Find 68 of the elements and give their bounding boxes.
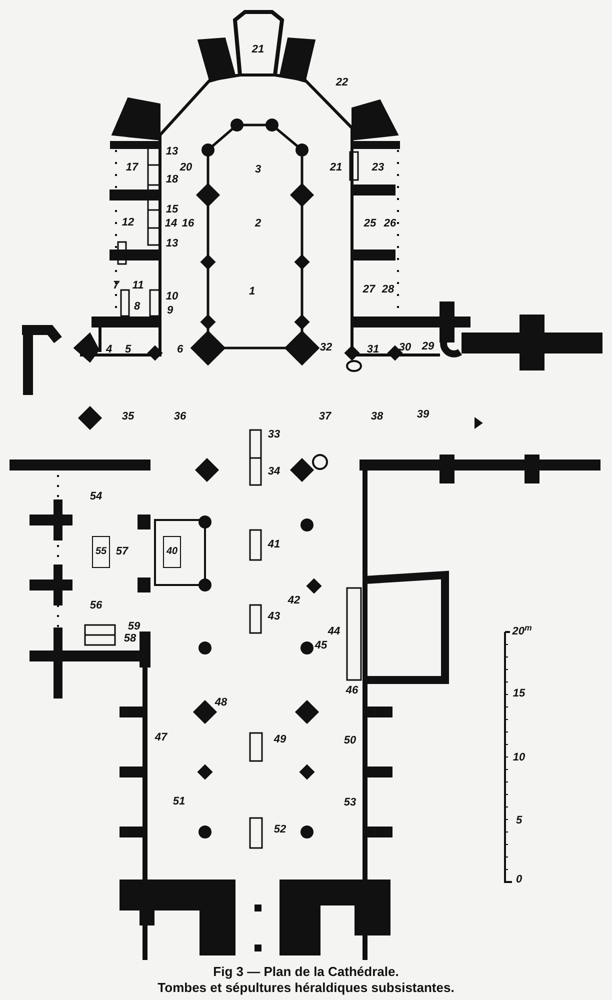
plan-number: 59 [128, 622, 140, 632]
plan-number: 13 [166, 238, 178, 250]
plan-number: 5 [516, 816, 522, 826]
plan-number: 46 [346, 686, 358, 696]
plan-number: 41 [268, 540, 280, 550]
plan-number: 22 [336, 78, 348, 88]
plan-number: 25 [364, 218, 376, 230]
plan-number: 8 [134, 302, 140, 312]
plan-number: 48 [214, 698, 228, 708]
plan-number: 12 [122, 218, 134, 228]
plan-number: 2 [254, 218, 262, 230]
plan-number: 49 [274, 734, 286, 746]
plan-number: 50 [344, 736, 356, 746]
plan-number: 20$^{m}$ [512, 626, 532, 638]
plan-number: 18 [166, 174, 178, 186]
plan-number: 36 [174, 412, 186, 422]
plan-number: 15 [512, 688, 526, 700]
plan-number: 26 [384, 218, 396, 230]
plan-number: 47 [154, 732, 168, 744]
plan-number: 6 [176, 344, 184, 356]
plan-number: 14 [164, 218, 178, 230]
plan-number: 39 [416, 410, 430, 420]
plan-number: 45 [314, 640, 328, 652]
plan-number: 38 [370, 412, 384, 422]
figure-caption: Tombes et sépultures héraldiques subsistantes. [158, 980, 454, 996]
plan-number: 20 [180, 162, 192, 174]
plan-number: 51 [172, 796, 186, 808]
plan-number: 10 [166, 292, 178, 302]
plan-number: 43 [268, 612, 280, 622]
plan-number: 37 [318, 412, 332, 422]
plan-number: 31 [366, 344, 380, 356]
plan-number: 5 [124, 344, 132, 356]
plan-number: 0 [516, 874, 522, 886]
plan-number: 35 [122, 412, 134, 422]
plan-number: 32 [320, 342, 332, 354]
plan-number: 56 [90, 600, 102, 612]
plan-number: 11 [132, 280, 144, 292]
figure-title: Fig 3 — Plan de la Cathédrale. [213, 964, 399, 980]
plan-number: 29 [422, 342, 434, 352]
plan-number: 17 [126, 162, 138, 174]
plan-number: 16 [182, 218, 194, 230]
plan-number: 21 [330, 162, 342, 174]
plan-number: 7 [112, 280, 120, 292]
plan-number: 21 [252, 44, 264, 56]
plan-number: 3 [254, 164, 262, 176]
plan-number: 58 [124, 634, 136, 644]
plan-number: 30 [398, 342, 412, 354]
plan-number: 23 [372, 162, 384, 174]
plan-number: 13 [166, 146, 178, 158]
plan-number: 28 [382, 284, 394, 296]
plan-number: 4 [106, 344, 112, 356]
plan-number: 9 [166, 306, 174, 316]
plan-number: 27 [362, 284, 376, 296]
plan-number: 44 [328, 626, 340, 638]
plan-number: 34 [268, 466, 280, 478]
plan-number: 15 [166, 204, 178, 216]
plan-number: 10 [512, 752, 526, 764]
plan-number: 57 [116, 546, 128, 558]
plan-number: 53 [344, 798, 356, 808]
plan-number: 1 [248, 286, 256, 298]
plan-number: 42 [288, 596, 300, 606]
tomb-box [163, 536, 181, 568]
plan-number: 54 [90, 492, 102, 502]
tomb-number: 40 [166, 547, 178, 557]
tomb-box [92, 536, 110, 568]
tomb-number: 55 [95, 547, 107, 557]
plan-number: 33 [268, 430, 280, 440]
plan-number: 52 [274, 824, 286, 836]
